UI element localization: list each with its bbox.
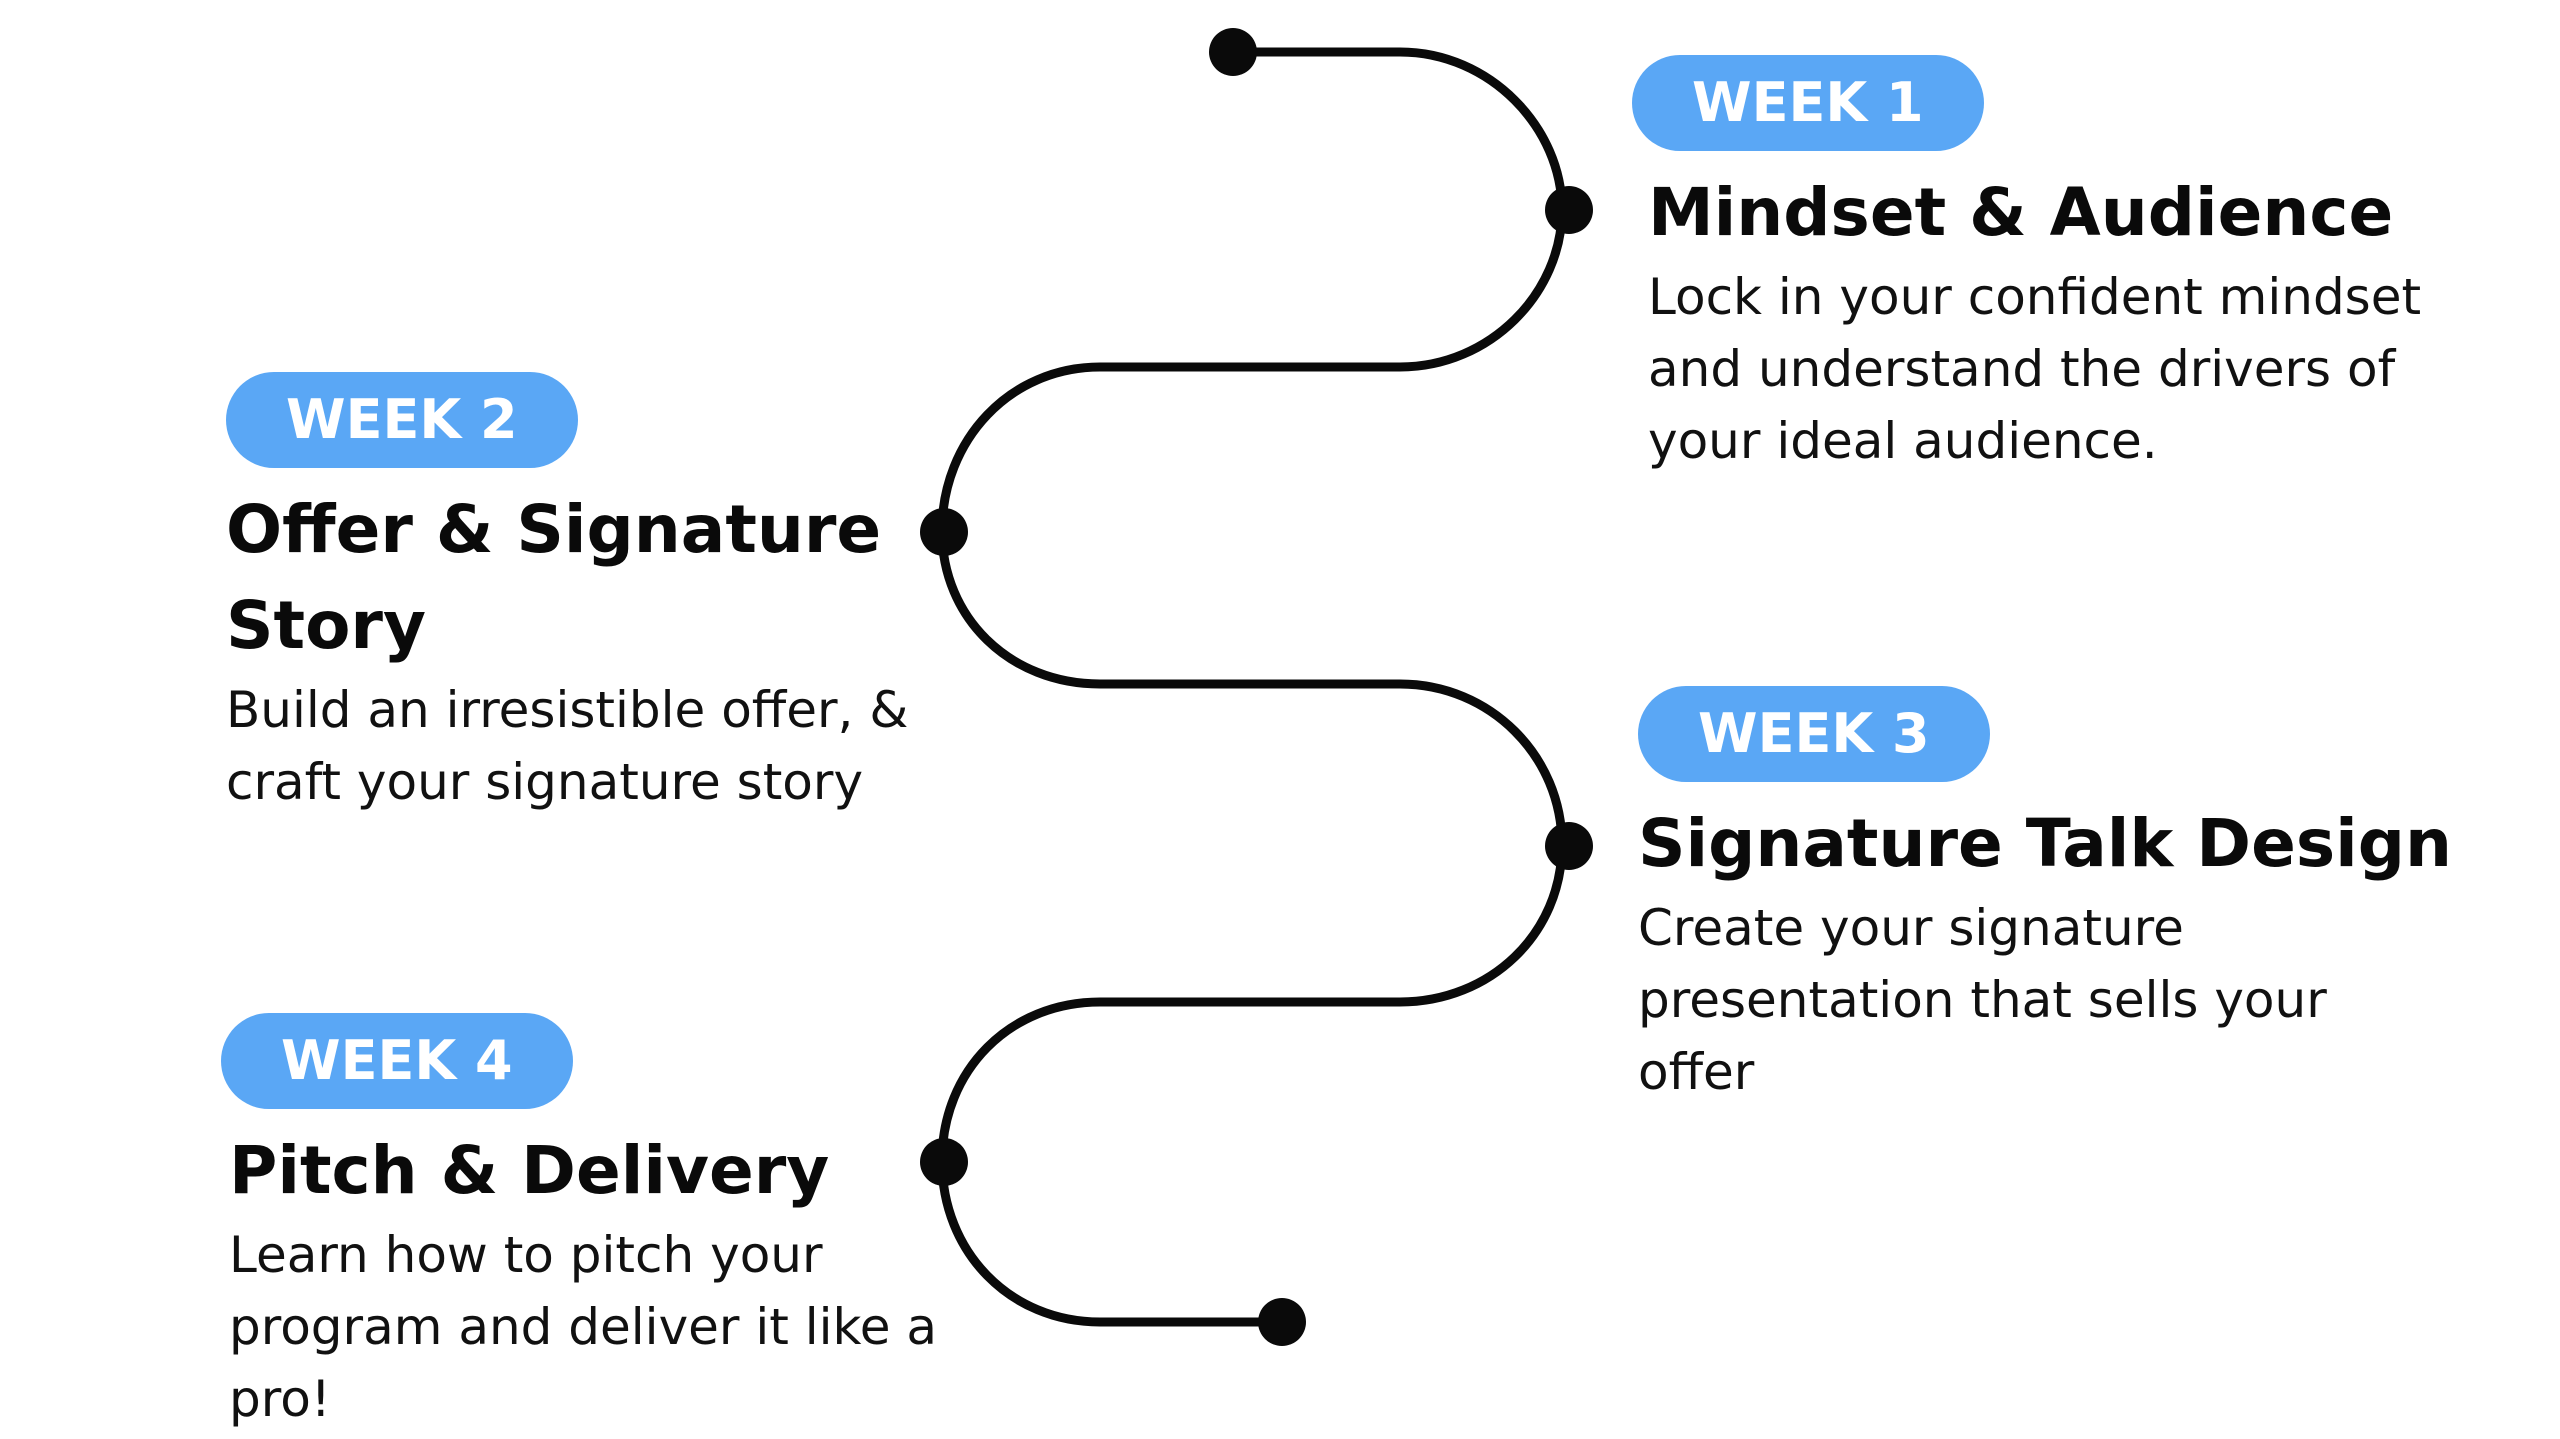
week-2-block: WEEK 2 Offer & Signature Story Build an … [226, 372, 986, 818]
timeline-week3-dot [1545, 822, 1593, 870]
week-1-block: WEEK 1 Mindset & Audience Lock in your c… [1632, 55, 2532, 477]
week-1-badge: WEEK 1 [1632, 55, 1984, 151]
week-2-title: Offer & Signature Story [226, 491, 882, 664]
timeline-curve [937, 47, 1567, 1327]
week-4-block: WEEK 4 Pitch & Delivery Learn how to pit… [221, 1013, 1001, 1435]
week-4-title: Pitch & Delivery [229, 1132, 830, 1209]
week-4-description: Learn how to pitch your program and deli… [229, 1226, 938, 1428]
week-3-block: WEEK 3 Signature Talk Design Create your… [1638, 686, 2538, 1108]
timeline-end-dot [1258, 1298, 1306, 1346]
week-3-badge: WEEK 3 [1638, 686, 1990, 782]
timeline-week1-dot [1545, 186, 1593, 234]
week-2-description: Build an irresistible offer, & craft you… [226, 681, 909, 811]
week-2-badge: WEEK 2 [226, 372, 578, 468]
week-1-title: Mindset & Audience [1648, 174, 2394, 251]
week-1-description: Lock in your confident mindset and under… [1648, 268, 2422, 470]
timeline-week4-dot [920, 1138, 968, 1186]
week-3-description: Create your signature presentation that … [1638, 899, 2327, 1101]
week-4-badge: WEEK 4 [221, 1013, 573, 1109]
week-3-title: Signature Talk Design [1638, 805, 2452, 882]
timeline-start-dot [1209, 28, 1257, 76]
timeline-week2-dot [920, 508, 968, 556]
